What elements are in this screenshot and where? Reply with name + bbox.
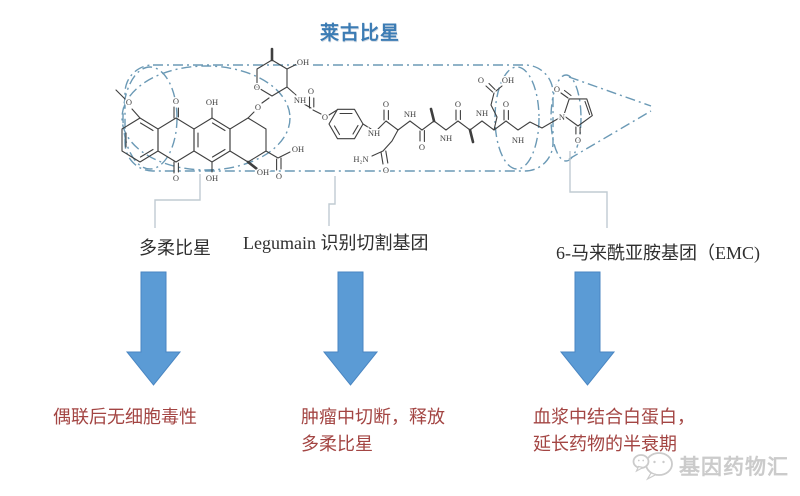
component-label-emc: 6-马来酰亚胺基团（EMC) [556, 243, 760, 263]
atom-label: O [575, 135, 581, 145]
capsule-left-cap [122, 66, 178, 170]
atom-label: OH [292, 144, 304, 154]
atom-label: H₂N [353, 154, 368, 164]
atom-label: O [419, 142, 425, 152]
down-arrows [125, 271, 616, 386]
description-line: 肿瘤中切断，释放 [301, 407, 445, 427]
description-line: 偶联后无细胞毒性 [53, 407, 197, 427]
atom-label: O [554, 84, 560, 94]
atom-label: O [383, 165, 389, 175]
atom-label: OH [206, 173, 218, 183]
capsule-body [124, 64, 554, 172]
description-line: 血浆中结合白蛋白， [533, 407, 695, 427]
chat-bubbles-icon [632, 452, 673, 481]
atom-label: O [322, 112, 328, 122]
watermark-text: 基因药物汇 [679, 456, 789, 479]
atom-label: OH [257, 167, 269, 177]
connector-doxorubicin [154, 174, 201, 228]
atom-label: NH [404, 109, 416, 119]
description-right: 血浆中结合白蛋白， 延长药物的半衰期 [533, 404, 695, 458]
atom-label: O [126, 97, 132, 107]
atom-label: NH [476, 108, 488, 118]
atom-label: O [308, 86, 314, 96]
atom-label: NH [368, 128, 380, 138]
molecule-drawing [115, 47, 593, 174]
description-line: 延长药物的半衰期 [533, 434, 677, 454]
atom-label: OH [297, 57, 309, 67]
emc-section-ellipse [550, 74, 582, 162]
description-left: 偶联后无细胞毒性 [53, 404, 197, 431]
atom-label: NH [294, 95, 306, 105]
down-arrow-middle [322, 271, 379, 386]
description-line: 多柔比星 [301, 434, 373, 454]
atom-label: O [276, 171, 282, 181]
atom-label: O [455, 99, 461, 109]
doxorubicin-section-ellipse [121, 65, 291, 171]
atom-label: O [255, 102, 261, 112]
atom-label: NH [440, 133, 452, 143]
watermark: 基因药物汇 [632, 450, 789, 482]
atom-label: NH [512, 135, 524, 145]
component-label-doxorubicin: 多柔比星 [139, 238, 211, 258]
capsule-right-cap [494, 66, 540, 170]
down-arrow-left [125, 271, 182, 386]
atom-label: O [503, 99, 509, 109]
atom-label: O [383, 99, 389, 109]
atom-label: OH [502, 75, 514, 85]
atom-label: O [254, 82, 260, 92]
capsule-cone-tip [568, 76, 652, 160]
atom-label: N [559, 112, 565, 122]
atom-label: O [173, 96, 179, 106]
down-arrow-right [559, 271, 616, 386]
description-middle: 肿瘤中切断，释放 多柔比星 [301, 404, 445, 458]
atom-label: O [173, 173, 179, 183]
connector-lines [154, 151, 608, 228]
connector-legumain [328, 176, 336, 226]
atom-label: OH [206, 97, 218, 107]
page-title: 莱古比星 [319, 23, 400, 44]
component-label-legumain: Legumain 识别切割基团 [243, 233, 429, 253]
connector-emc [569, 151, 608, 228]
atom-label: O [478, 75, 484, 85]
